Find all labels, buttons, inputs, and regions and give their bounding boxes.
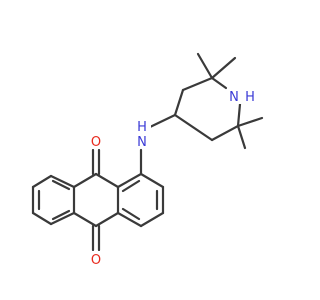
svg-text:H: H [245, 90, 255, 105]
svg-text:H: H [137, 120, 147, 135]
svg-text:N: N [229, 90, 239, 105]
svg-text:O: O [91, 253, 101, 268]
left-benzene-ring [31, 174, 76, 226]
right-benzene-ring [116, 172, 165, 228]
svg-text:O: O [91, 135, 101, 150]
piperidine-ring [173, 76, 242, 142]
amine-nh-atom: H N [133, 118, 151, 150]
svg-text:N: N [137, 135, 147, 150]
structure-diagram: O O H N N H [31, 52, 264, 268]
amine-linkage [139, 113, 177, 176]
central-quinone-ring [72, 148, 120, 252]
oxygen-top-atom: O [88, 133, 104, 150]
methyl-groups [196, 52, 264, 150]
oxygen-bottom-atom: O [88, 251, 104, 268]
ring-nh-atom: N H [227, 88, 257, 105]
molecule-canvas: O O H N N H [31, 52, 264, 268]
